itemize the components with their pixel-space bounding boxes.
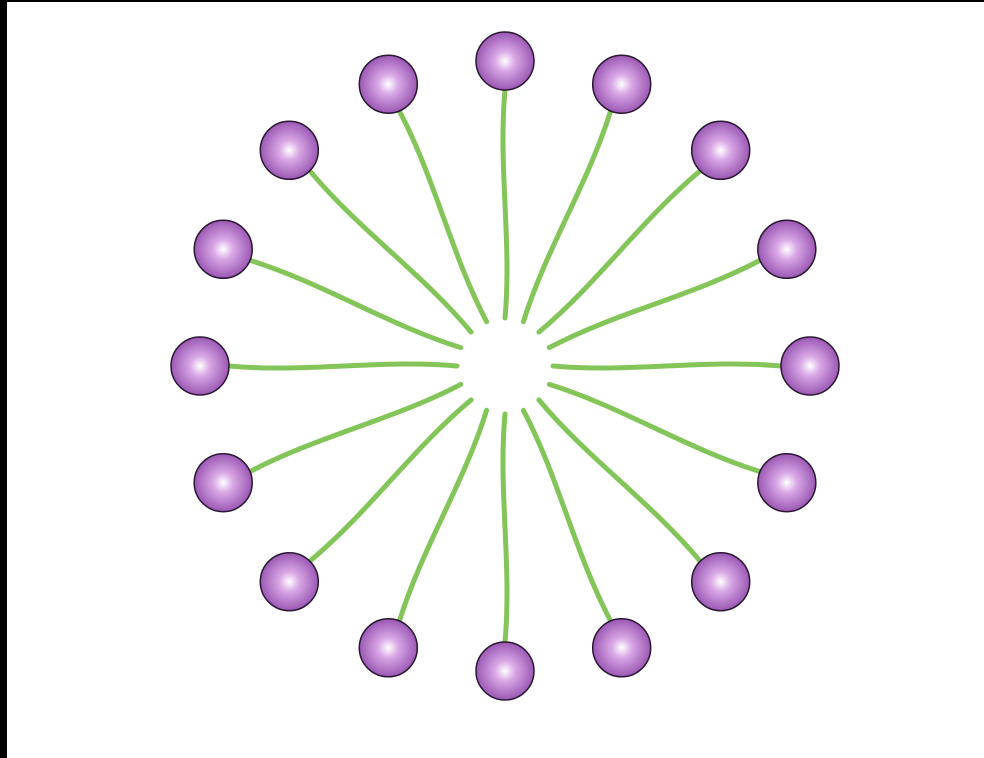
micelle-diagram — [7, 2, 984, 758]
hydrophilic-head — [593, 619, 651, 677]
hydrophobic-tail — [310, 171, 471, 332]
hydrophobic-tail — [549, 384, 760, 471]
hydrophobic-tail — [229, 364, 457, 368]
hydrophilic-head — [359, 55, 417, 113]
hydrophobic-tail — [250, 260, 461, 347]
hydrophilic-head — [194, 220, 252, 278]
hydrophobic-tail — [399, 410, 486, 621]
hydrophobic-tail — [523, 410, 610, 621]
hydrophilic-head — [758, 454, 816, 512]
hydrophobic-tail — [523, 111, 610, 322]
hydrophobic-tail — [539, 171, 700, 332]
hydrophilic-head — [359, 619, 417, 677]
hydrophobic-tail — [503, 414, 507, 642]
hydrophilic-head — [781, 337, 839, 395]
hydrophilic-head — [692, 553, 750, 611]
hydrophilic-head — [476, 642, 534, 700]
hydrophilic-head — [260, 553, 318, 611]
hydrophilic-head — [171, 337, 229, 395]
diagram-canvas — [7, 2, 984, 758]
hydrophilic-head — [260, 121, 318, 179]
hydrophilic-head — [758, 220, 816, 278]
hydrophilic-head — [194, 454, 252, 512]
hydrophobic-tail — [250, 384, 461, 471]
tails-group — [229, 90, 781, 642]
hydrophobic-tail — [503, 90, 507, 318]
hydrophilic-head — [692, 121, 750, 179]
hydrophobic-tail — [399, 111, 486, 322]
hydrophobic-tail — [310, 400, 471, 561]
hydrophilic-head — [476, 32, 534, 90]
hydrophobic-tail — [553, 364, 781, 368]
hydrophobic-tail — [539, 400, 700, 561]
hydrophilic-head — [593, 55, 651, 113]
hydrophobic-tail — [549, 260, 760, 347]
